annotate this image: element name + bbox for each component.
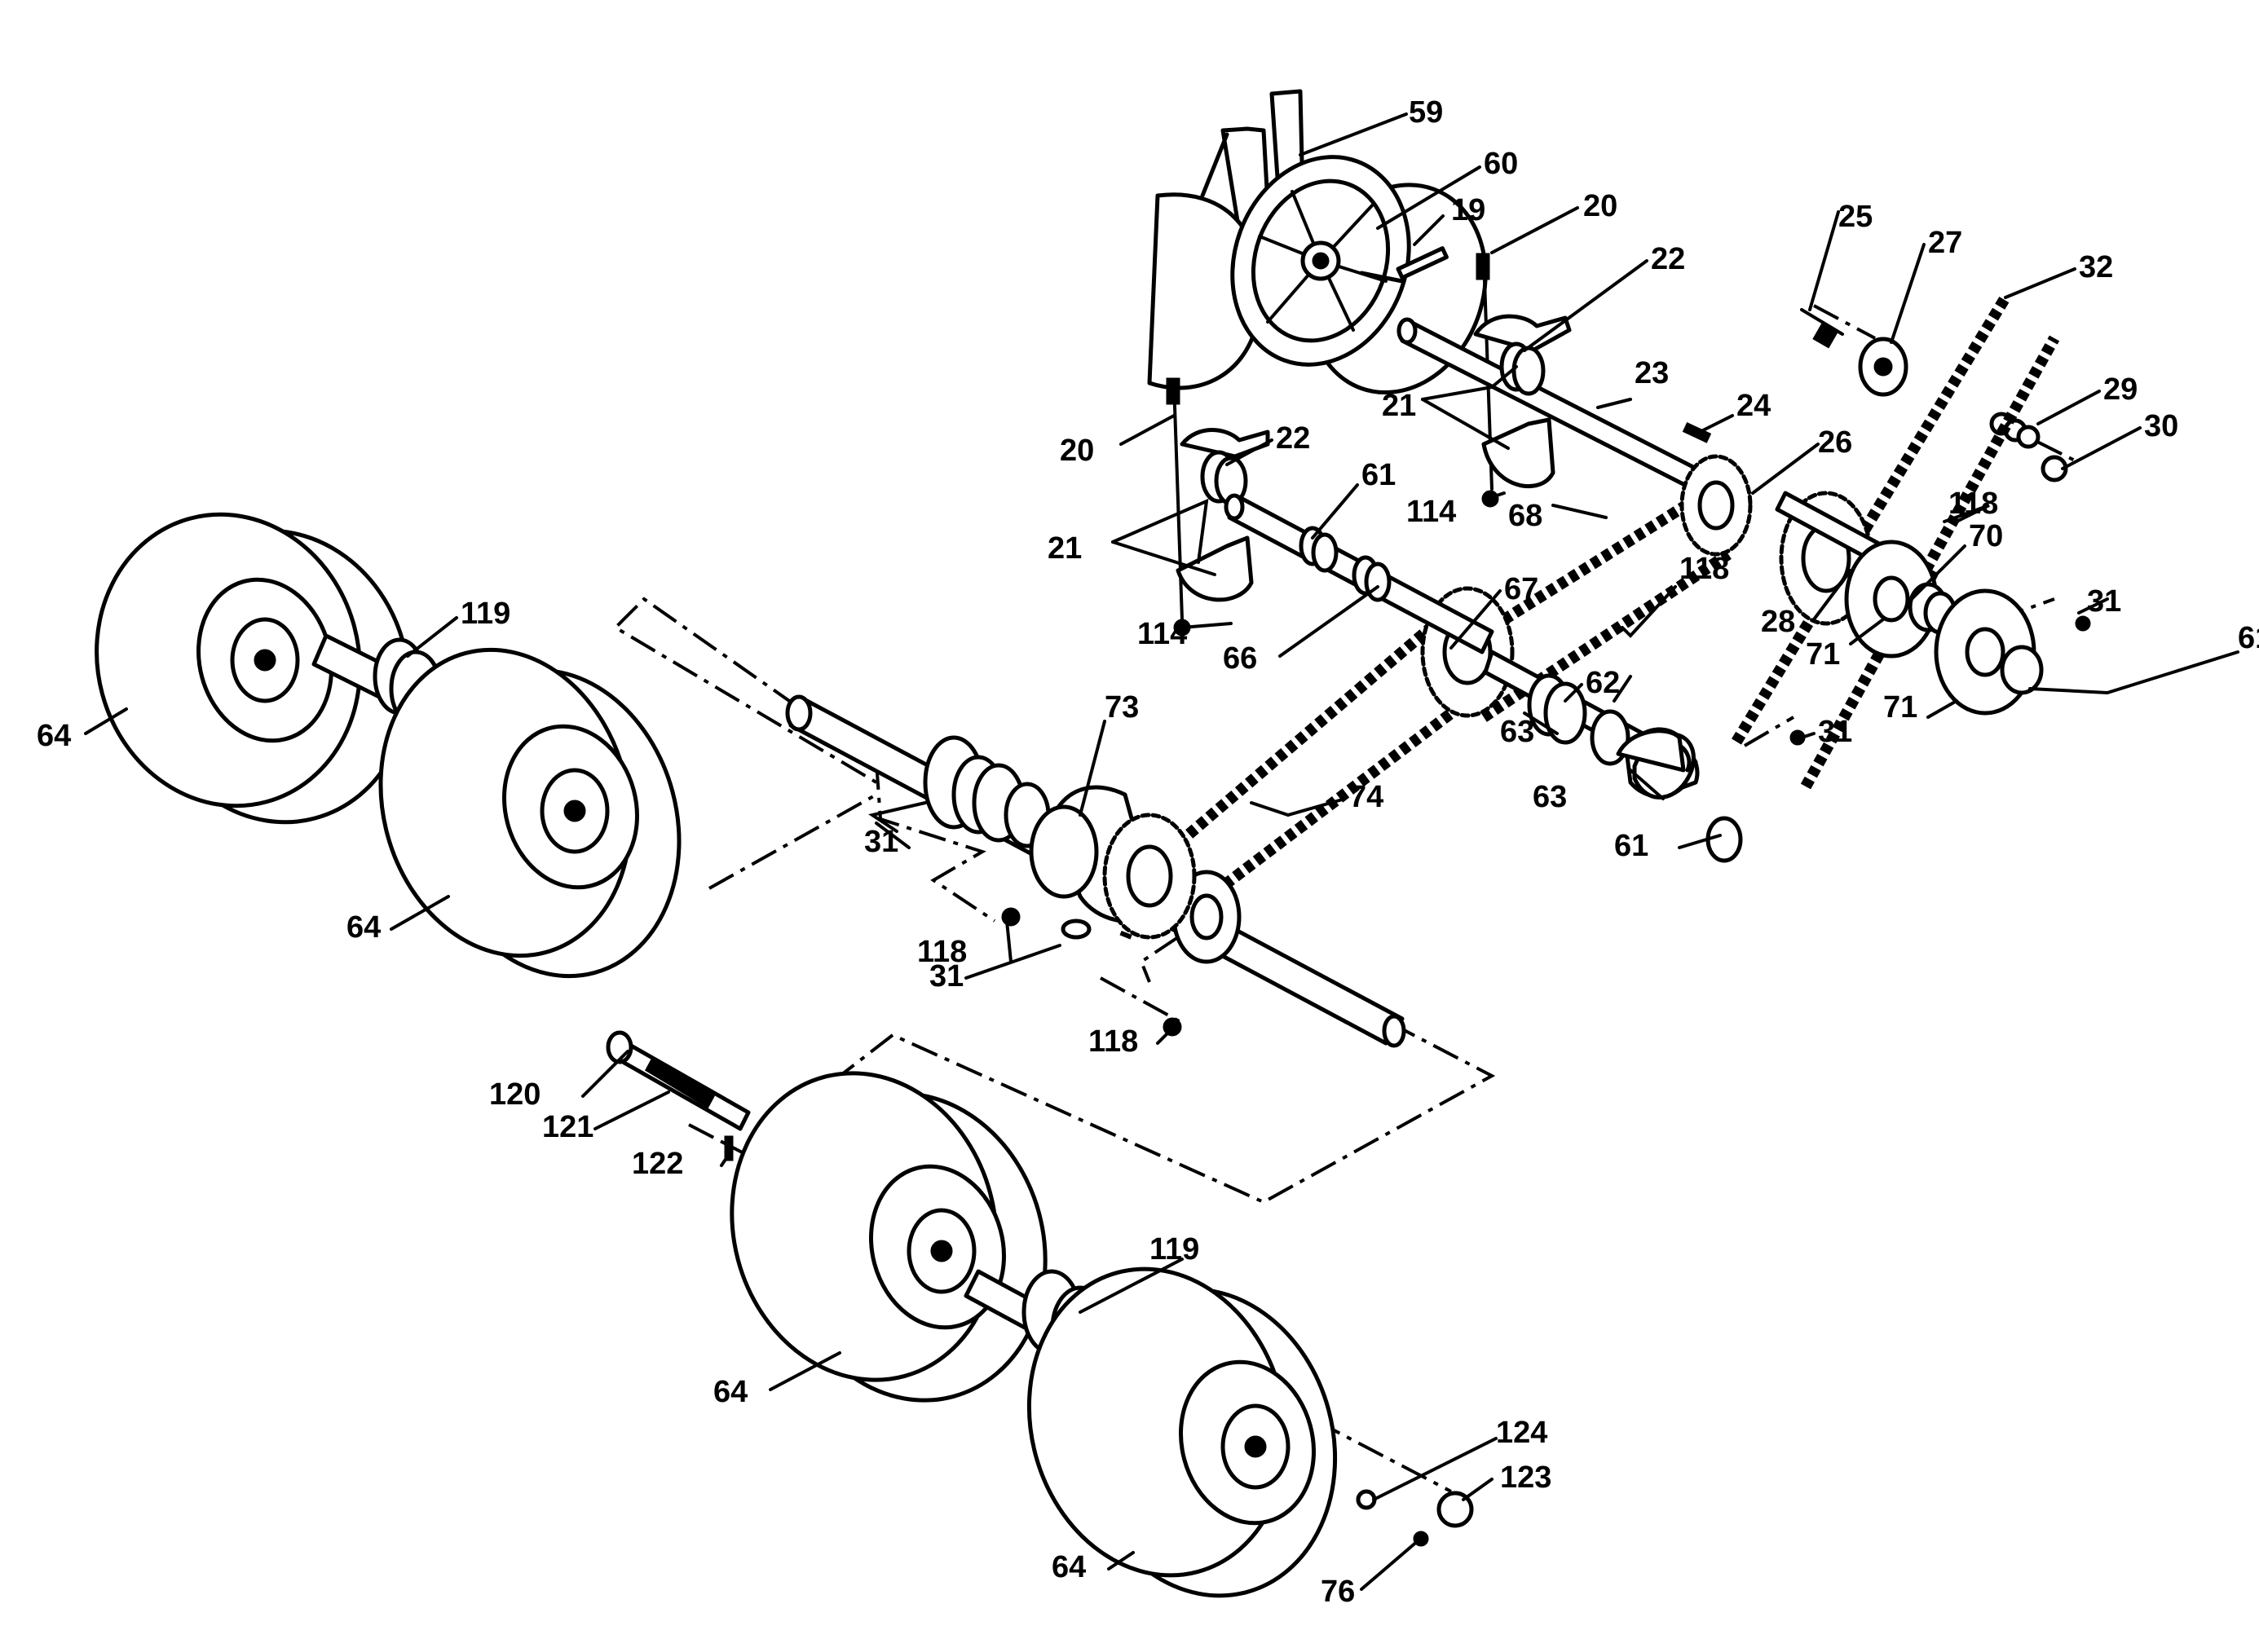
callout-20-upper: 20	[1583, 189, 1617, 223]
flange-bearings	[1616, 491, 2091, 863]
callout-118-right: 118	[1948, 487, 1998, 521]
callout-31-bottom: 31	[929, 959, 964, 993]
callout-118-left: 118	[917, 935, 967, 969]
callout-119-lower: 119	[1149, 1232, 1199, 1267]
stud-assembly	[606, 1030, 751, 1161]
callout-118-mid: 118	[1679, 552, 1729, 586]
callout-76: 76	[1321, 1575, 1355, 1609]
callout-61-lower: 61	[1614, 829, 1648, 863]
callout-63-lower: 63	[1533, 780, 1567, 814]
jack-shaft	[1176, 314, 1723, 602]
callout-22-lower: 22	[1276, 421, 1310, 456]
callout-64-lower-left: 64	[713, 1375, 748, 1409]
callout-63-upper: 63	[1500, 715, 1534, 749]
callout-27: 27	[1928, 226, 1962, 260]
callout-64-upper-right: 64	[346, 910, 381, 945]
callout-60: 60	[1484, 147, 1518, 181]
callout-122: 122	[632, 1147, 683, 1181]
wheel-upper-right	[378, 647, 682, 979]
callout-28: 28	[1761, 605, 1795, 639]
callout-22-upper: 22	[1651, 242, 1685, 276]
callout-62: 62	[1586, 666, 1620, 700]
callout-30: 30	[2144, 409, 2178, 443]
wheel-lower-left	[730, 1071, 1176, 1404]
callout-114-lower: 114	[1137, 617, 1187, 651]
callout-74: 74	[1349, 780, 1383, 814]
callout-23: 23	[1635, 356, 1669, 390]
callout-71-lower: 71	[1883, 690, 1917, 725]
callout-124: 124	[1496, 1416, 1547, 1450]
callout-118-bottom: 118	[1088, 1024, 1138, 1059]
callout-25: 25	[1838, 200, 1873, 234]
callout-19: 19	[1451, 193, 1485, 227]
callout-24: 24	[1736, 389, 1771, 423]
callout-68: 68	[1508, 499, 1542, 533]
callout-64-upper-left: 64	[37, 719, 71, 753]
callout-114-upper: 114	[1406, 495, 1456, 529]
callout-67: 67	[1504, 572, 1538, 606]
callout-21-upper: 21	[1382, 389, 1416, 423]
main-axle	[785, 694, 1406, 1048]
callout-21-lower: 21	[1048, 531, 1082, 566]
callout-61-upper: 61	[1361, 458, 1396, 492]
callout-32: 32	[2079, 250, 2113, 284]
callout-61-right: 61	[2238, 621, 2259, 655]
callout-20-lower: 20	[1060, 434, 1094, 468]
callout-70: 70	[1969, 519, 2003, 553]
callout-29: 29	[2103, 372, 2138, 407]
wheel-upper-left	[95, 512, 459, 825]
callout-26: 26	[1818, 425, 1852, 460]
callout-31-left: 31	[864, 825, 898, 859]
callout-64-lower-right: 64	[1052, 1550, 1086, 1584]
callout-66: 66	[1223, 641, 1257, 676]
callout-71-upper: 71	[1806, 637, 1840, 672]
callout-119-upper: 119	[461, 597, 510, 631]
leader-lines	[84, 112, 2239, 1591]
callout-59: 59	[1409, 95, 1443, 130]
callout-121: 121	[542, 1110, 593, 1144]
callout-31-mid: 31	[1818, 715, 1852, 749]
callout-31-right: 31	[2087, 584, 2121, 619]
callout-120: 120	[489, 1077, 540, 1112]
callout-73: 73	[1105, 690, 1139, 725]
callout-123: 123	[1500, 1460, 1551, 1495]
callout-labels: 59 60 19 20 22 25 27 32 21 23 24 29 30 2…	[37, 95, 2259, 1609]
